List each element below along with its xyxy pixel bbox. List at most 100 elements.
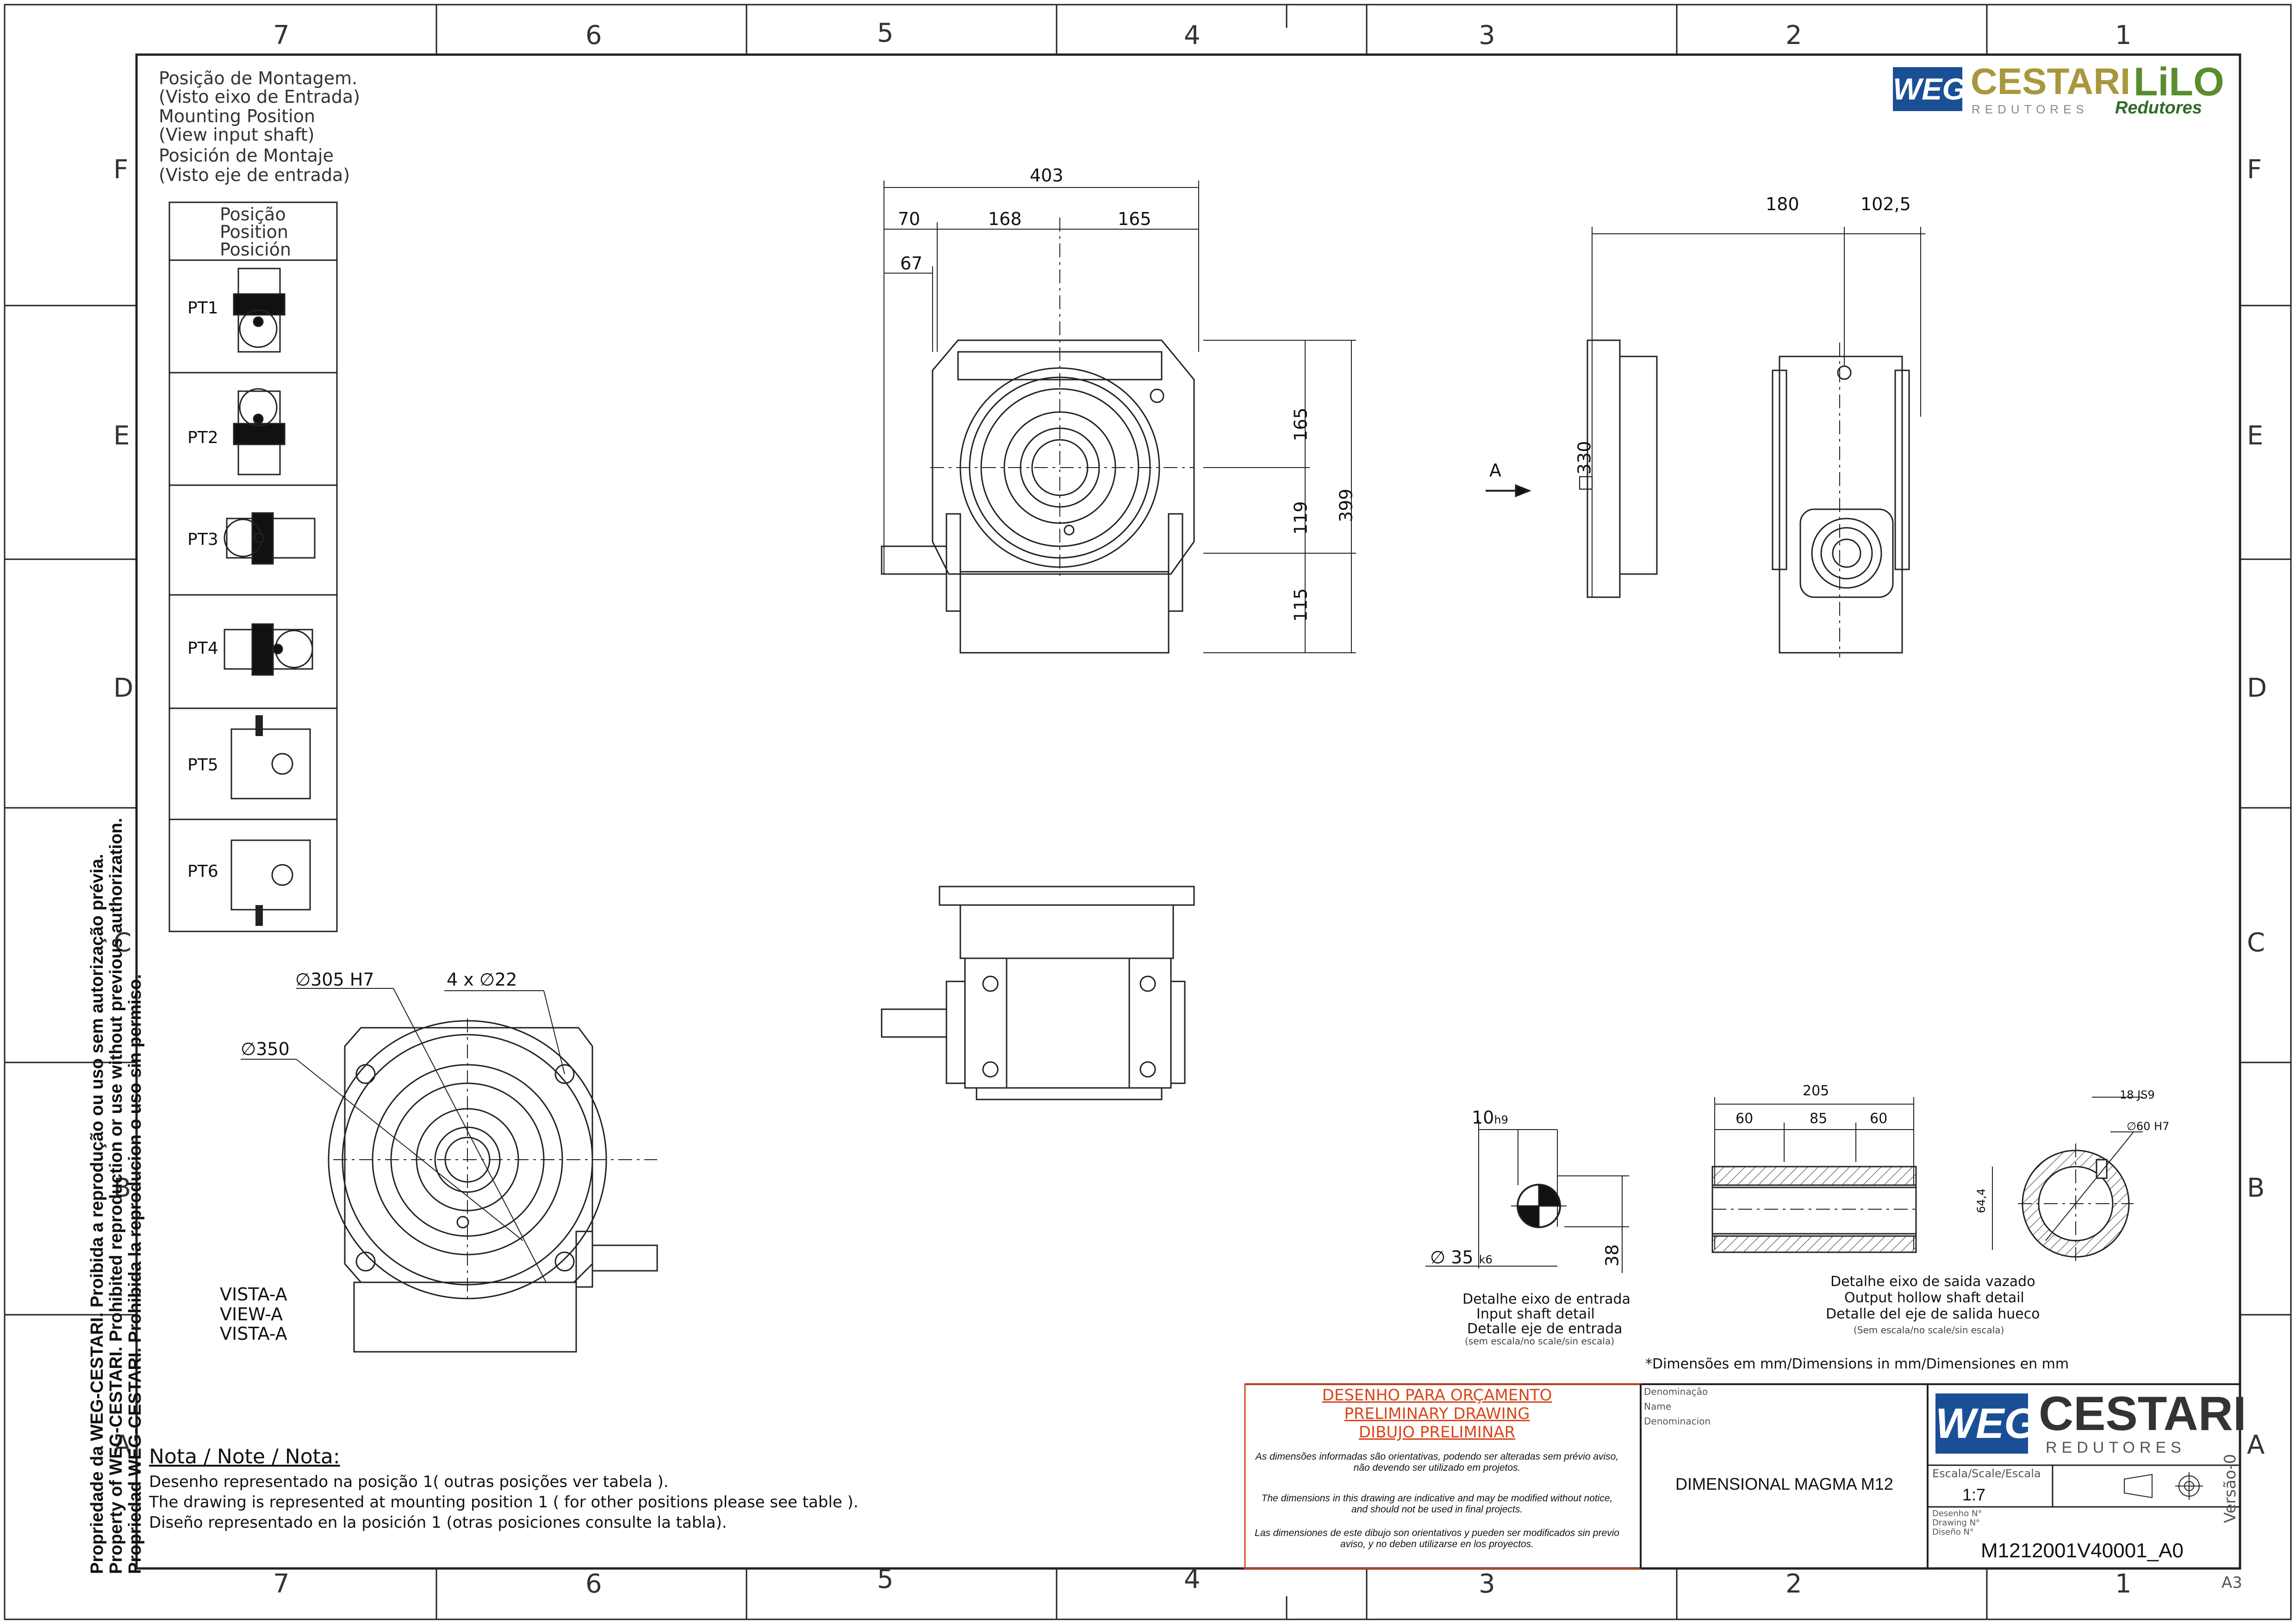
row-label-d-right: D bbox=[2247, 673, 2267, 703]
preliminary-heading-1: DESENHO PARA ORÇAMENTO bbox=[1322, 1386, 1552, 1405]
row-label-f-right: F bbox=[2247, 155, 2262, 185]
header-brand-cestari: CESTARI bbox=[1971, 61, 2131, 102]
output-bore: ∅60 H7 bbox=[2127, 1120, 2170, 1133]
mounting-heading-5: Posición de Montaje bbox=[159, 145, 334, 166]
side-dim-square-330: □330 bbox=[1574, 441, 1595, 492]
mounting-heading-3: Mounting Position bbox=[159, 106, 315, 126]
title-brand-sub: REDUTORES bbox=[2046, 1439, 2186, 1456]
view-a-callout-bore: ∅305 H7 bbox=[295, 969, 374, 990]
output-seg-2: 85 bbox=[1810, 1111, 1828, 1127]
input-key-width: 10h9 bbox=[1472, 1107, 1508, 1128]
mounting-pt3-label: PT3 bbox=[187, 530, 218, 549]
row-label-e: E bbox=[113, 421, 130, 451]
mounting-heading-4: (View input shaft) bbox=[159, 125, 315, 145]
title-drawing-label-2: Drawing N° bbox=[1932, 1518, 1980, 1528]
pt2-icon bbox=[233, 388, 286, 475]
front-dim-vert-119: 119 bbox=[1290, 501, 1311, 535]
preliminary-heading-3: DIBUJO PRELIMINAR bbox=[1358, 1423, 1516, 1442]
property-notice: Propriedade da WEG-CESTARI. Proibida a r… bbox=[87, 818, 145, 1574]
input-diameter: ∅ 35 k6 bbox=[1430, 1247, 1493, 1268]
property-line-3: Propriedad WEG-CESTARI. Prohibida la rep… bbox=[125, 974, 145, 1574]
row-label-f: F bbox=[113, 155, 129, 185]
front-dim-168: 168 bbox=[988, 209, 1022, 229]
pt5-icon bbox=[230, 715, 311, 800]
title-sheet-size: A3 bbox=[2221, 1574, 2242, 1592]
mounting-heading-1: Posição de Montagem. bbox=[159, 68, 358, 88]
front-dim-vert-115: 115 bbox=[1290, 588, 1311, 622]
col-label-5-bottom: 5 bbox=[877, 1564, 894, 1594]
output-caption-2: Output hollow shaft detail bbox=[1844, 1290, 2024, 1306]
mounting-pt2-label: PT2 bbox=[187, 428, 218, 447]
col-label-4: 4 bbox=[1184, 20, 1201, 50]
title-drawing-label-3: Diseño N° bbox=[1932, 1527, 1974, 1537]
input-height: 38 bbox=[1602, 1244, 1623, 1267]
col-label-2: 2 bbox=[1786, 20, 1802, 50]
preliminary-para-en: The dimensions in this drawing are indic… bbox=[1261, 1493, 1613, 1515]
preliminary-heading-2: PRELIMINARY DRAWING bbox=[1344, 1405, 1530, 1423]
outer-frame bbox=[4, 4, 2292, 1620]
title-name-label-3: Denominacion bbox=[1644, 1416, 1711, 1427]
title-version: Versão-0 bbox=[2221, 1454, 2240, 1523]
mounting-pt4-label: PT4 bbox=[187, 639, 218, 658]
side-view bbox=[1486, 227, 1925, 657]
row-label-c: C bbox=[113, 928, 132, 958]
input-shaft-detail bbox=[1425, 1120, 1629, 1273]
view-a-title-1: VISTA-A bbox=[220, 1284, 287, 1305]
input-caption-3: Detalle eje de entrada bbox=[1467, 1321, 1623, 1337]
side-dim-102-5: 102,5 bbox=[1860, 194, 1911, 214]
title-block-lines bbox=[1244, 1383, 2240, 1569]
pt6-icon bbox=[230, 839, 311, 926]
preliminary-para-es: Las dimensiones de este dibujo son orien… bbox=[1255, 1528, 1619, 1550]
row-label-b-right: B bbox=[2247, 1173, 2265, 1203]
row-label-d: D bbox=[113, 673, 134, 703]
title-drawing-label-1: Desenho N° bbox=[1932, 1509, 1982, 1518]
front-dim-165: 165 bbox=[1118, 209, 1151, 229]
output-length: 205 bbox=[1803, 1083, 1829, 1099]
mounting-table-header-2: Position bbox=[220, 222, 288, 242]
mounting-heading-2: (Visto eixo de Entrada) bbox=[159, 87, 360, 107]
front-dim-67: 67 bbox=[900, 253, 923, 274]
mounting-heading-6: (Visto eje de entrada) bbox=[159, 165, 350, 185]
title-scale-label: Escala/Scale/Escala bbox=[1932, 1467, 2041, 1480]
row-label-b: B bbox=[113, 1173, 131, 1203]
notes-line-1: Desenho representado na posição 1( outra… bbox=[149, 1473, 669, 1491]
input-key-tolerance: h9 bbox=[1494, 1113, 1508, 1126]
input-diameter-value: ∅ 35 bbox=[1430, 1247, 1474, 1268]
col-label-4-bottom: 4 bbox=[1184, 1564, 1201, 1594]
front-dim-70: 70 bbox=[898, 209, 921, 229]
notes-line-2: The drawing is represented at mounting p… bbox=[149, 1493, 859, 1512]
output-seg-1: 60 bbox=[1736, 1111, 1754, 1127]
mounting-pt5-label: PT5 bbox=[187, 756, 218, 775]
row-label-e-right: E bbox=[2247, 421, 2264, 451]
col-label-1: 1 bbox=[2115, 20, 2132, 50]
output-keyway: 18 JS9 bbox=[2120, 1088, 2155, 1101]
input-caption-1: Detalhe eixo de entrada bbox=[1462, 1291, 1630, 1307]
inner-frame bbox=[135, 53, 2241, 1570]
title-name-label-2: Name bbox=[1644, 1401, 1672, 1412]
bottom-view bbox=[881, 886, 1195, 1100]
output-shaft-detail bbox=[1711, 1097, 2143, 1264]
col-label-3: 3 bbox=[1479, 20, 1495, 50]
title-scale-value: 1:7 bbox=[1962, 1485, 1986, 1504]
front-dim-vert-165: 165 bbox=[1290, 407, 1311, 442]
notes-title: Nota / Note / Nota: bbox=[149, 1445, 340, 1468]
input-key-value: 10 bbox=[1472, 1107, 1494, 1128]
view-a-title-2: VIEW-A bbox=[220, 1304, 283, 1324]
projection-symbol-icon bbox=[2124, 1472, 2203, 1500]
side-dim-180: 180 bbox=[1766, 194, 1799, 214]
pt4-icon bbox=[224, 623, 313, 676]
output-seg-3: 60 bbox=[1870, 1111, 1888, 1127]
units-note: *Dimensões em mm/Dimensions in mm/Dimens… bbox=[1645, 1356, 2069, 1372]
view-a bbox=[241, 988, 658, 1353]
col-label-6-bottom: 6 bbox=[585, 1569, 602, 1599]
weg-logo-icon: WEG bbox=[1893, 67, 1966, 111]
front-view-dimensions bbox=[884, 181, 1356, 653]
header-brand-lilo: LiLO bbox=[2134, 60, 2224, 104]
grid-ticks bbox=[5, 5, 2291, 1619]
pt1-icon bbox=[233, 268, 286, 353]
title-weg-logo-icon: WEG bbox=[1935, 1393, 2037, 1454]
output-scale-note: (Sem escala/no scale/sin escala) bbox=[1854, 1324, 2004, 1336]
mounting-pt6-label: PT6 bbox=[187, 862, 218, 881]
